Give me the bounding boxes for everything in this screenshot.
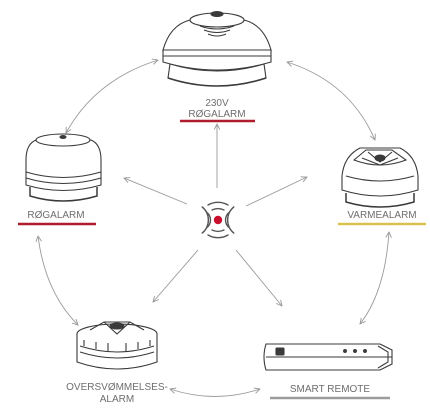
mains-smoke-alarm-icon [162,10,272,87]
arrow-top-left [66,60,158,133]
smoke-alarm-icon [25,133,102,202]
bottom-right-label: SMART REMOTE [290,384,371,395]
heat-alarm-icon [341,147,419,208]
flood-alarm-icon [76,321,158,370]
arrow-left-bottomleft [38,236,78,325]
arrow-top-right [287,62,375,140]
arrow-bottom [170,389,260,397]
center-spokes [124,124,307,306]
bottom-left-label-line1: OVERSVØMMELSES- [66,382,168,393]
spoke-bottom-right [235,249,282,306]
top-label-line2: RØGALARM [188,109,245,120]
bottom-left-label-line2: ALARM [100,394,134,405]
spoke-bottom-left [153,249,199,302]
ring-connections [38,60,389,397]
spoke-right [245,177,307,207]
wireless-signal-icon [201,201,235,239]
left-label: RØGALARM [27,210,84,221]
signal-center-dot [213,215,223,225]
right-label: VARMEALARM [347,210,416,221]
smart-remote-icon [263,343,393,371]
top-label-line1: 230V [205,98,229,109]
spoke-left [124,178,188,205]
arrow-right-bottomright [360,232,389,324]
